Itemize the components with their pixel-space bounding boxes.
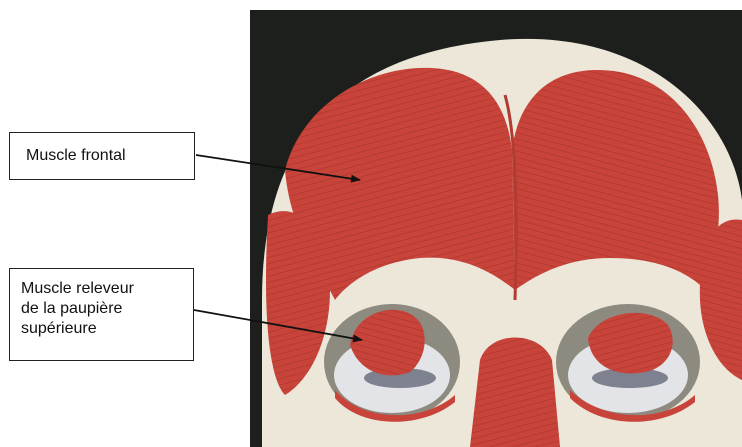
label-releveur-line-3: supérieure: [21, 319, 183, 339]
label-frontal-text: Muscle frontal: [26, 146, 184, 166]
label-muscle-releveur: Muscle releveur de la paupière supérieur…: [9, 268, 194, 361]
label-muscle-frontal: Muscle frontal: [9, 132, 195, 180]
label-releveur-line-1: Muscle releveur: [21, 279, 183, 299]
procerus-muscle: [470, 338, 560, 447]
label-releveur-line-2: de la paupière: [21, 299, 183, 319]
